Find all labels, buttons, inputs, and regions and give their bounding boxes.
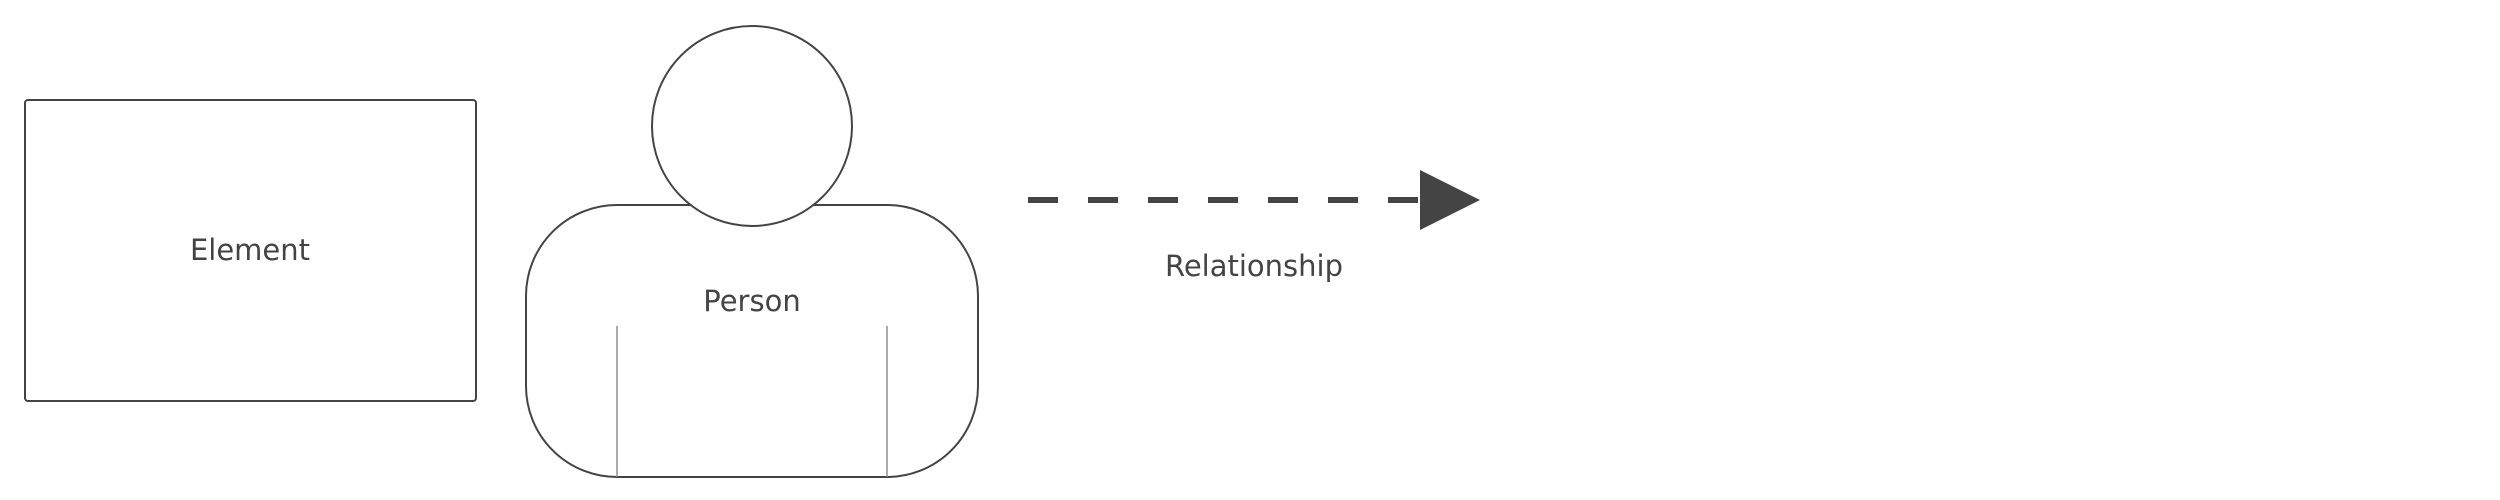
- person-shape[interactable]: Person: [525, 25, 979, 478]
- relationship-arrowhead: [1420, 170, 1480, 230]
- person-head: [651, 25, 853, 227]
- element-label: Element: [190, 233, 310, 267]
- person-body: [525, 204, 979, 478]
- element-shape[interactable]: Element: [24, 99, 477, 402]
- element-box: [24, 99, 477, 402]
- person-label: Person: [703, 284, 800, 318]
- relationship-connector[interactable]: Relationship: [1028, 170, 1480, 283]
- relationship-label: Relationship: [1165, 249, 1343, 283]
